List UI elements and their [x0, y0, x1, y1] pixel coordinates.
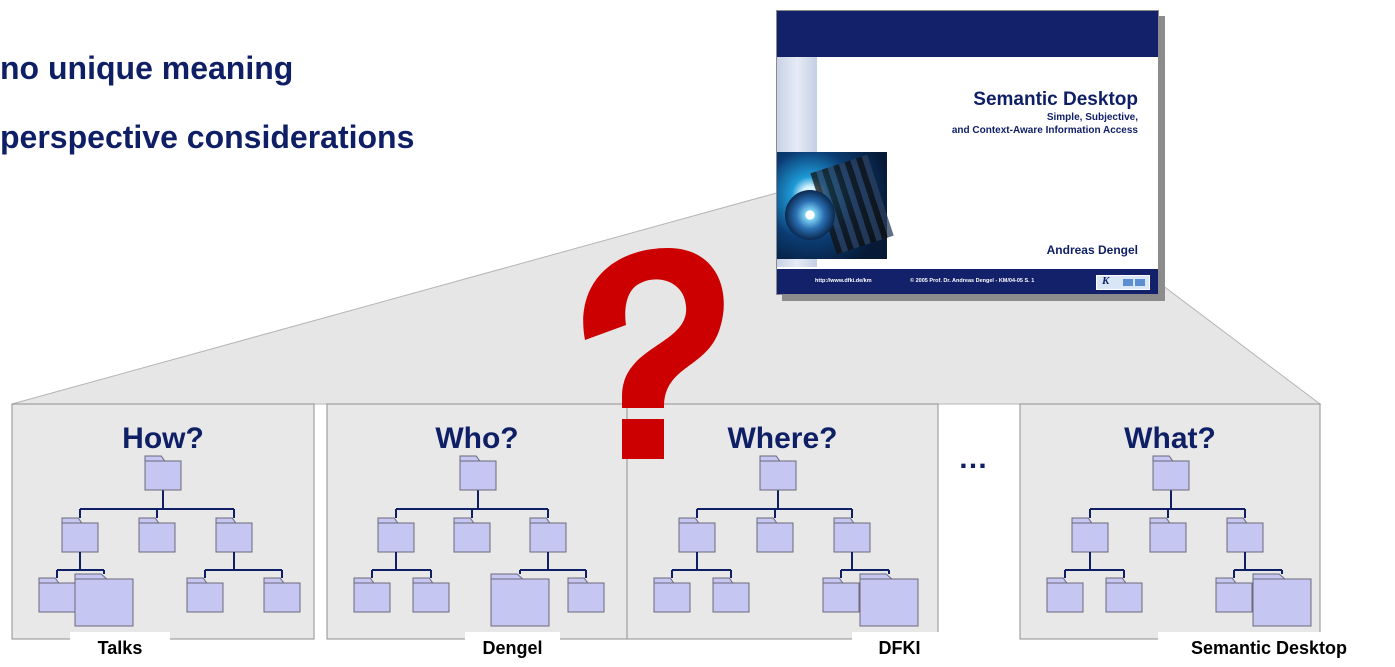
- panel-title-who: Who?: [435, 422, 519, 455]
- folder-icon: [756, 517, 794, 553]
- slide-thumbnail: Semantic Desktop Simple, Subjective, and…: [776, 10, 1159, 295]
- folder-icon: [1252, 573, 1312, 627]
- folder-icon: [74, 573, 134, 627]
- folder-icon: [1046, 577, 1084, 613]
- folder-icon: [144, 455, 182, 491]
- slide-subtitle-line2: and Context-Aware Information Access: [951, 125, 1138, 136]
- slide-title: Semantic Desktop: [973, 89, 1138, 110]
- folder-icon: [38, 577, 76, 613]
- label-talks: Talks: [70, 632, 170, 663]
- label-dfki: DFKI: [852, 632, 947, 663]
- label-dengel: Dengel: [465, 632, 560, 663]
- km-dfki-logo-icon: K: [1096, 275, 1150, 290]
- folder-icon: [678, 517, 716, 553]
- folder-icon: [138, 517, 176, 553]
- folder-icon: [459, 455, 497, 491]
- folder-icon: [263, 577, 301, 613]
- slide-header-bar: [777, 11, 1158, 57]
- label-semantic-desktop: Semantic Desktop: [1158, 632, 1380, 663]
- folder-icon: [1215, 577, 1253, 613]
- folder-icon: [1105, 577, 1143, 613]
- slide-footer-url: http://www.dfki.de/km: [815, 278, 872, 284]
- slide-footer-copyright: © 2005 Prof. Dr. Andreas Dengel - KM/04-…: [910, 278, 1035, 284]
- folder-icon: [61, 517, 99, 553]
- folder-icon: [412, 577, 450, 613]
- slide-author: Andreas Dengel: [1046, 243, 1138, 257]
- folder-icon: [453, 517, 491, 553]
- folder-icon: [833, 517, 871, 553]
- folder-icon: [215, 517, 253, 553]
- folder-icon: [567, 577, 605, 613]
- cd-disc-icon: [785, 190, 835, 240]
- folder-icon: [353, 577, 391, 613]
- folder-icon: [712, 577, 750, 613]
- folder-icon: [1152, 455, 1190, 491]
- slide-subtitle-line1: Simple, Subjective,: [1046, 112, 1138, 123]
- folder-icon: [759, 455, 797, 491]
- panel-title-how: How?: [122, 422, 204, 455]
- folder-icon: [1226, 517, 1264, 553]
- bullet-no-unique-meaning: no unique meaning: [0, 50, 294, 86]
- folder-icon: [653, 577, 691, 613]
- folder-icon: [377, 517, 415, 553]
- panel-title-where: Where?: [727, 422, 838, 455]
- slide-footer: http://www.dfki.de/km © 2005 Prof. Dr. A…: [777, 269, 1158, 294]
- folder-icon: [1149, 517, 1187, 553]
- folder-icon: [490, 573, 550, 627]
- bullet-perspective-considerations: perspective considerations: [0, 119, 415, 155]
- folder-icon: [529, 517, 567, 553]
- panel-title-what: What?: [1124, 422, 1216, 455]
- slide-photo-image: [777, 152, 894, 259]
- folder-icon: [822, 577, 860, 613]
- folder-icon: [1071, 517, 1109, 553]
- folder-icon: [859, 573, 919, 627]
- folder-icon: [186, 577, 224, 613]
- question-mark-icon: [583, 248, 724, 459]
- ellipsis-more-panels: …: [958, 442, 988, 475]
